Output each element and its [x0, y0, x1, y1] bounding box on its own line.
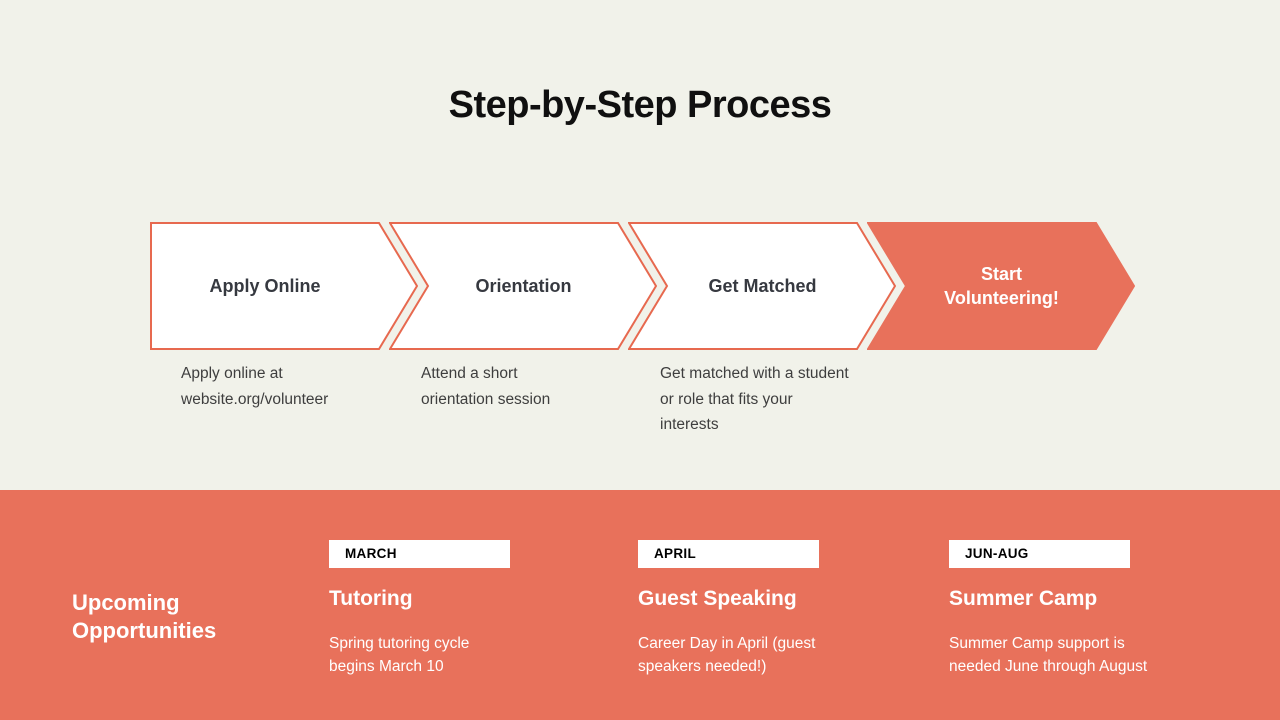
page-title: Step-by-Step Process	[448, 84, 832, 126]
step-description: Apply online at website.org/volunteer	[181, 365, 329, 408]
opportunities-heading: Upcoming Opportunities	[72, 590, 217, 643]
step-label: Apply Online	[209, 276, 321, 296]
opportunity-title: Summer Camp	[949, 587, 1098, 610]
opportunity-column-tutoring: MARCH Tutoring Spring tutoring cycle beg…	[329, 490, 639, 720]
chevron-shape-filled	[867, 222, 1135, 350]
month-badge: MARCH	[329, 540, 510, 568]
opportunity-title: Guest Speaking	[638, 587, 797, 610]
step-description: Attend a short orientation session	[421, 365, 551, 408]
opportunity-description: Career Day in April (guest speakers need…	[638, 635, 816, 675]
chevron-shape	[389, 222, 657, 350]
process-step-get-matched: Get Matched	[628, 222, 896, 350]
opportunity-title: Tutoring	[329, 587, 413, 610]
chevron-shape	[628, 222, 896, 350]
process-step-start-volunteering: Start Volunteering!	[867, 222, 1135, 350]
month-badge: APRIL	[638, 540, 819, 568]
step-description: Get matched with a student or role that …	[660, 365, 849, 433]
chevron-shape	[150, 222, 418, 350]
opportunities-section: Upcoming Opportunities MARCH Tutoring Sp…	[0, 490, 1280, 720]
opportunity-description: Spring tutoring cycle begins March 10	[329, 635, 470, 675]
step-label: Orientation	[475, 276, 572, 296]
opportunity-column-summer-camp: JUN-AUG Summer Camp Summer Camp support …	[949, 490, 1259, 720]
step-label: Start Volunteering!	[944, 264, 1059, 308]
month-badge: JUN-AUG	[949, 540, 1130, 568]
opportunity-column-guest-speaking: APRIL Guest Speaking Career Day in April…	[638, 490, 948, 720]
opportunity-description: Summer Camp support is needed June throu…	[949, 635, 1148, 675]
step-label: Get Matched	[708, 276, 817, 296]
process-step-apply-online: Apply Online	[150, 222, 418, 350]
process-flow-diagram: Apply Online Orientation Get Matched Sta…	[0, 222, 1280, 472]
process-step-orientation: Orientation	[389, 222, 657, 350]
